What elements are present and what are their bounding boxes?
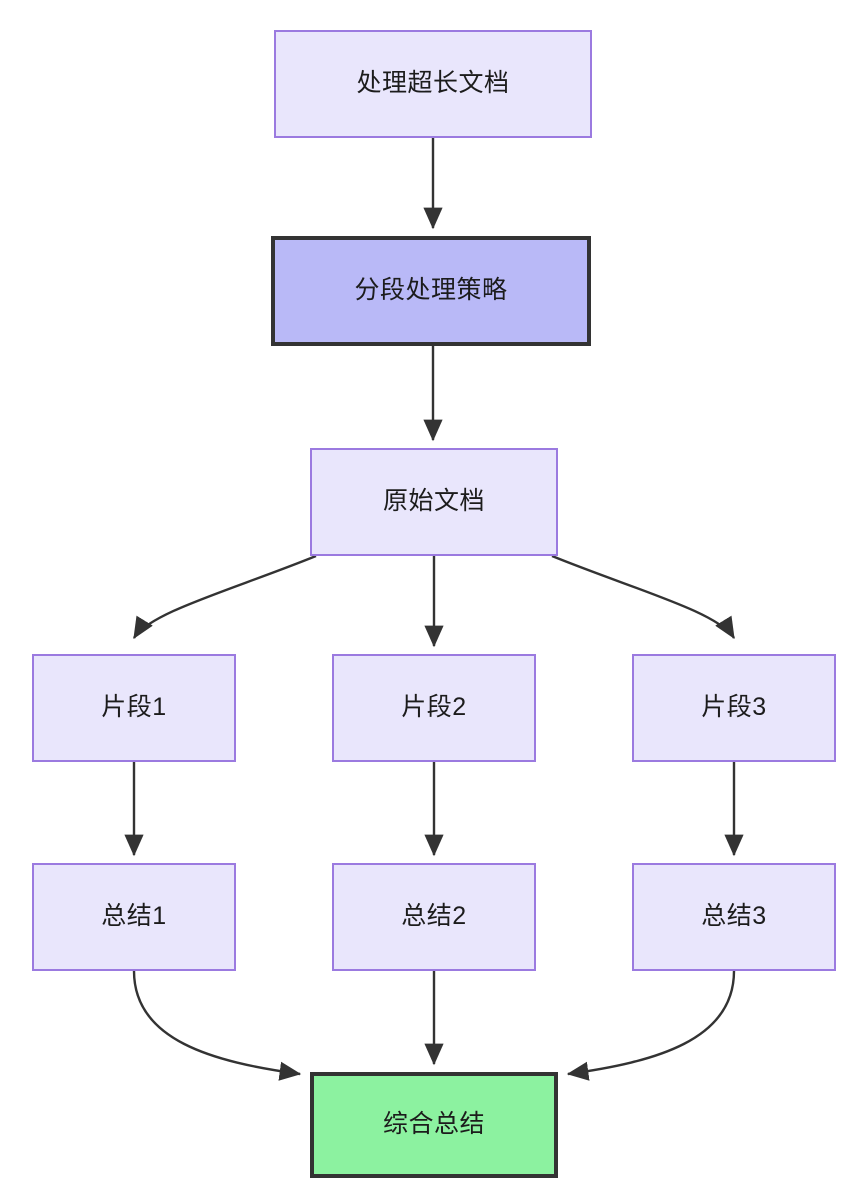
node-fragment-3[interactable]: 片段3 [632, 654, 836, 762]
node-label: 综合总结 [382, 1110, 485, 1139]
node-label: 分段处理策略 [354, 276, 508, 305]
node-label: 片段2 [401, 693, 467, 722]
node-comprehensive-summary[interactable]: 综合总结 [310, 1072, 558, 1178]
edge-n3-to-n6 [551, 554, 736, 640]
node-chunking-strategy[interactable]: 分段处理策略 [271, 236, 591, 346]
node-process-long-document[interactable]: 处理超长文档 [274, 30, 592, 138]
node-label: 原始文档 [382, 487, 485, 516]
node-label: 片段1 [101, 693, 167, 722]
node-label: 总结2 [401, 902, 467, 931]
node-label: 片段3 [701, 693, 767, 722]
edge-n3-to-n4 [132, 554, 317, 640]
node-summary-2[interactable]: 总结2 [332, 863, 536, 971]
edge-n7-to-n10 [132, 970, 302, 1081]
node-label: 总结3 [701, 902, 767, 931]
node-label: 总结1 [101, 902, 167, 931]
edge-n9-to-n10 [566, 970, 736, 1081]
node-fragment-2[interactable]: 片段2 [332, 654, 536, 762]
node-original-document[interactable]: 原始文档 [310, 448, 558, 556]
node-summary-1[interactable]: 总结1 [32, 863, 236, 971]
node-label: 处理超长文档 [356, 69, 510, 98]
node-summary-3[interactable]: 总结3 [632, 863, 836, 971]
node-fragment-1[interactable]: 片段1 [32, 654, 236, 762]
